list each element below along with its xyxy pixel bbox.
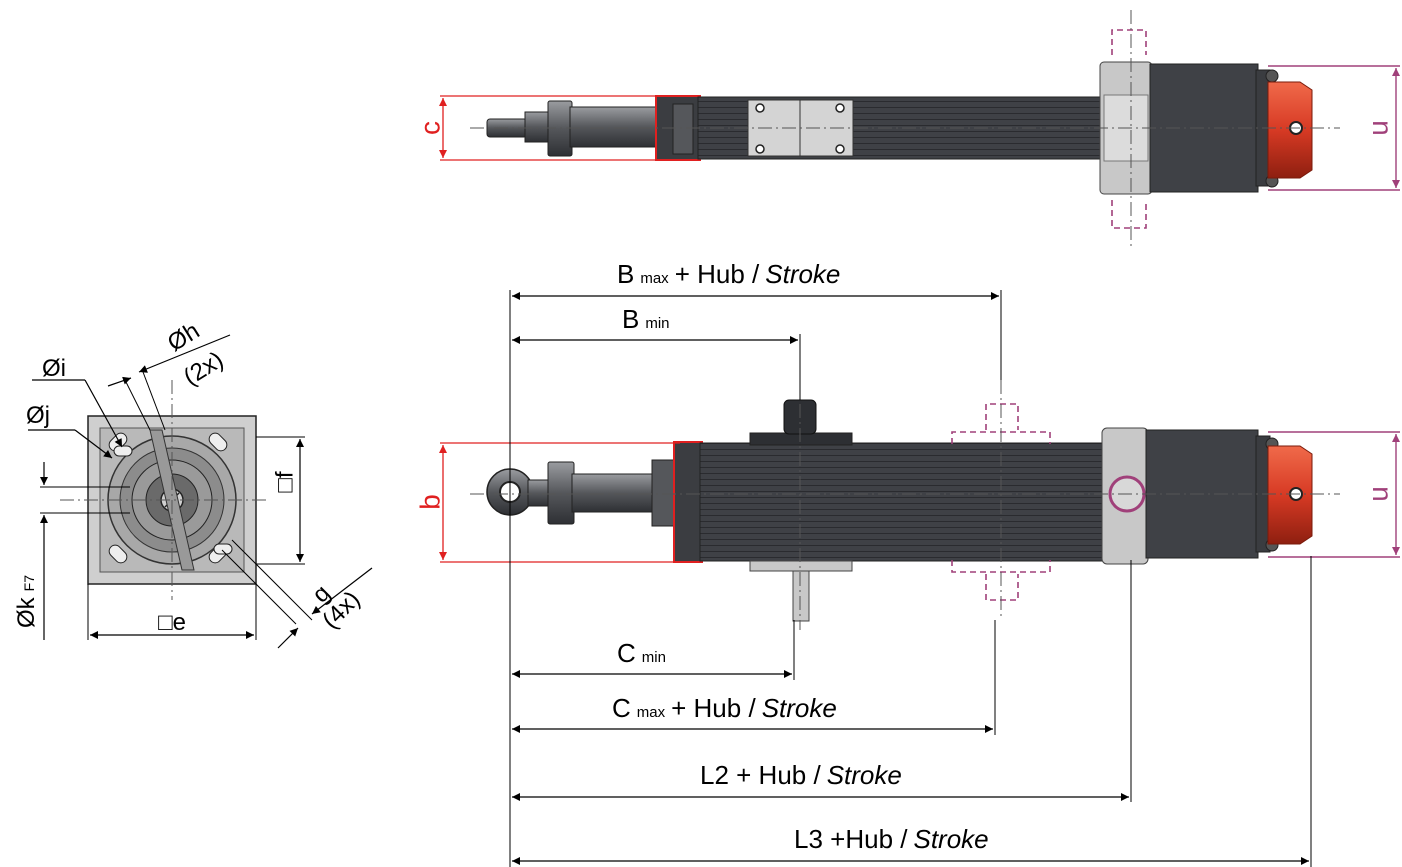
side-bottom-tab	[792, 570, 810, 622]
dim-u-side-label: u	[1362, 486, 1393, 502]
dim-f-label: □f	[271, 471, 298, 492]
dim-k-label: ØkF7	[13, 575, 40, 628]
top-rod	[569, 106, 659, 148]
dim-e-label: □e	[158, 609, 186, 636]
side-rod-nut	[547, 461, 575, 525]
dim-l3-label: L3 +Hub /Stroke	[794, 824, 989, 854]
dim-j-label: Øj	[26, 402, 50, 429]
side-rod	[571, 473, 659, 513]
dim-i-label: Øi	[42, 355, 66, 382]
dim-c-label: c	[414, 121, 445, 135]
dim-u-top-label: u	[1362, 120, 1393, 136]
top-view	[439, 10, 1400, 248]
dim-h-label: Øh	[163, 317, 204, 357]
side-front-cap	[673, 441, 703, 563]
top-rod-nut-small	[524, 111, 551, 143]
side-body	[699, 442, 1105, 562]
long-dimensions	[509, 290, 1312, 867]
dim-b-label: b	[414, 494, 445, 510]
dim-l2-label: L2 + Hub /Stroke	[700, 760, 902, 790]
side-view	[439, 380, 1400, 630]
end-view	[28, 334, 373, 649]
